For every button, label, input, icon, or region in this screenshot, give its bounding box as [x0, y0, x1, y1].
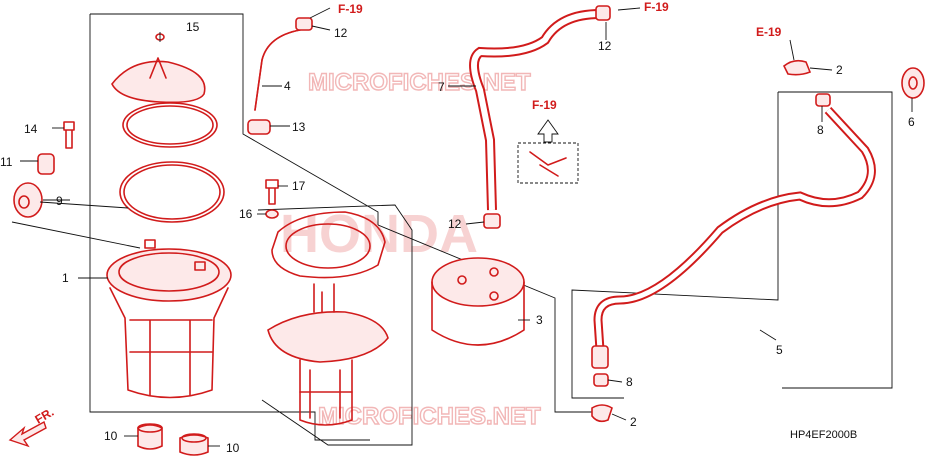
- part-14-bolt: [63, 121, 75, 149]
- front-direction-label: FR.: [33, 405, 57, 427]
- callout-17: 17: [292, 179, 306, 193]
- part-7-hose: [469, 9, 601, 211]
- callout-10-right: 10: [226, 441, 240, 455]
- callout-16: 16: [239, 207, 253, 221]
- part-10-grommet-right: [179, 433, 209, 456]
- diagram-code: HP4EF2000B: [790, 429, 857, 441]
- part-2-clip-top: [782, 59, 812, 76]
- callout-12-top-right: 12: [598, 39, 612, 53]
- leader-lines: [11, 7, 913, 447]
- reference-f19-top-left: F-19: [338, 2, 363, 16]
- callout-1: 1: [62, 271, 69, 285]
- pump-unit: [267, 283, 389, 426]
- callout-6: 6: [908, 115, 915, 129]
- part-16-washer: [265, 209, 279, 219]
- callout-14: 14: [24, 122, 38, 136]
- callout-10-left: 10: [104, 429, 118, 443]
- f19-reference-inset: [517, 119, 579, 184]
- front-direction-arrow-icon: [8, 420, 47, 448]
- callout-11: 11: [0, 155, 13, 169]
- assembly-box-fuel-line: [571, 91, 893, 399]
- callout-9: 9: [56, 194, 63, 208]
- callout-12-center: 12: [448, 217, 462, 231]
- brand-watermark: HONDA: [280, 204, 478, 264]
- site-watermark-bottom: MICROFICHES.NET: [318, 403, 541, 430]
- part-12-clip-top-right: [595, 5, 611, 21]
- part-10-grommet-left: [137, 423, 163, 450]
- part-11-collar: [37, 153, 55, 175]
- part-13-clamp: [247, 119, 271, 135]
- part-15-filter-set: [111, 33, 225, 223]
- callout-8-bottom: 8: [626, 375, 633, 389]
- part-9-grommet: [13, 182, 43, 218]
- site-watermark-top: MICROFICHES.NET: [308, 69, 531, 96]
- reference-f19-top-right: F-19: [644, 0, 669, 14]
- part-8-clamp-bottom: [593, 373, 609, 387]
- callout-8-top: 8: [817, 123, 824, 137]
- callout-5: 5: [776, 343, 783, 357]
- callout-3: 3: [536, 313, 543, 327]
- gasket: [271, 211, 386, 279]
- callout-7: 7: [438, 80, 445, 94]
- part-3-canister: [431, 257, 525, 346]
- reference-e19: E-19: [756, 25, 782, 39]
- part-5-fuel-line: [591, 106, 876, 369]
- part-6-grommet: [901, 67, 925, 99]
- part-4-hose: [254, 29, 301, 111]
- assembly-box-pump: [257, 204, 413, 446]
- callout-15: 15: [186, 20, 200, 34]
- part-2-clip-bottom: [591, 404, 613, 423]
- callout-13: 13: [292, 120, 306, 134]
- part-12-clip-center: [483, 213, 501, 229]
- part-17-bolt: [265, 179, 279, 205]
- part-12-clip-top-left: [295, 17, 313, 31]
- callout-4: 4: [284, 79, 291, 93]
- part-1-pump-housing: [106, 239, 232, 399]
- callout-12-top-left: 12: [334, 26, 348, 40]
- callout-2-top: 2: [836, 63, 843, 77]
- callout-2-bottom: 2: [630, 415, 637, 429]
- part-8-clamp-top: [815, 93, 831, 107]
- reference-f19-center: F-19: [532, 98, 557, 112]
